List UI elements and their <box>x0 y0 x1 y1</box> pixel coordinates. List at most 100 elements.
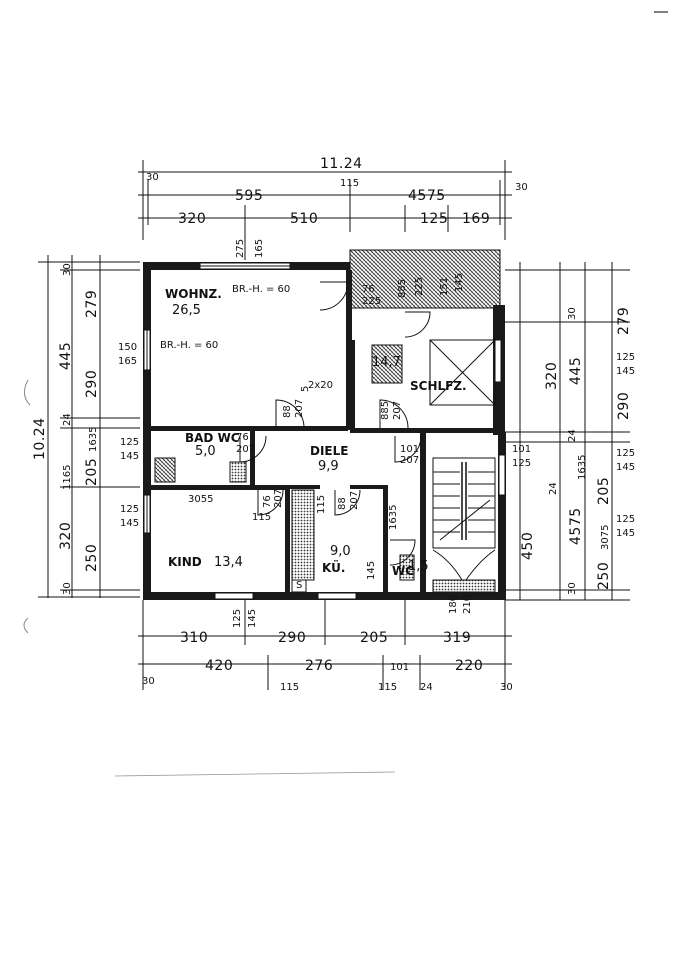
window-145: 145 <box>454 273 465 292</box>
room-area-wohnz: 26,5 <box>172 303 201 318</box>
num-145: 145 <box>366 561 377 580</box>
room-name-bad: BAD WC <box>185 431 240 445</box>
brh-label-2: BR.-H. = 60 <box>160 340 218 351</box>
dim-right-4575: 4575 <box>568 507 584 545</box>
window-225: 225 <box>362 296 381 307</box>
dim-bottom-220: 220 <box>455 658 483 674</box>
dim-top-595: 595 <box>235 188 263 204</box>
dim-top-320: 320 <box>178 211 206 227</box>
window-150: 150 <box>118 342 137 353</box>
win-145-e: 145 <box>616 528 635 539</box>
dim-left-30-top: 30 <box>62 263 73 276</box>
left-dimensions: 10.24 30 445 24 1165 30 279 290 1635 205… <box>32 255 140 598</box>
dim-bottom-101: 101 <box>390 662 409 673</box>
window-225b: 225 <box>414 277 425 296</box>
dim-left-1635: 1635 <box>88 427 99 452</box>
room-area-diele: 9,9 <box>318 459 339 474</box>
room-name-kind: KIND <box>168 555 202 569</box>
staircase <box>432 457 496 593</box>
scan-artifacts <box>23 11 668 777</box>
win-125-a: 125 <box>120 437 139 448</box>
num-210: 210 <box>462 595 473 614</box>
dim-left-205: 205 <box>84 458 100 486</box>
win-145-d: 145 <box>616 462 635 473</box>
door-76: 76 <box>236 432 249 443</box>
win-125-b: 125 <box>120 504 139 515</box>
door-207f: 207 <box>349 491 360 510</box>
kitchen-counter <box>154 457 415 593</box>
door-207d: 207 <box>400 455 419 466</box>
window-885: 885 <box>397 279 408 298</box>
win-125-e: 125 <box>616 514 635 525</box>
dim-left-1165: 1165 <box>62 465 73 490</box>
num-125: 125 <box>512 458 531 469</box>
door-88: 88 <box>282 405 293 418</box>
dim-top-30-left: 30 <box>146 172 159 183</box>
dim-right-205: 205 <box>596 477 612 505</box>
dim-bottom-205: 205 <box>360 630 388 646</box>
window-151: 151 <box>439 277 450 296</box>
room-area-kueche: 9,0 <box>330 544 351 559</box>
door-885: 885 <box>380 401 391 420</box>
room-area-wc: 1,5 <box>408 559 429 574</box>
dim-top-4575: 4575 <box>408 188 446 204</box>
dim-bottom-420: 420 <box>205 658 233 674</box>
dim-right-1635: 1635 <box>577 455 588 480</box>
door-207e: 207 <box>273 489 284 508</box>
dim-right-30-top: 30 <box>567 307 578 320</box>
label-s: S <box>296 580 302 591</box>
room-labels: WOHNZ. 26,5 14,7 SCHLFZ. BAD WC 5,0 DIEL… <box>165 287 467 578</box>
dim-right-3075: 3075 <box>600 525 611 550</box>
room-name-wohnz: WOHNZ. <box>165 287 222 301</box>
dim-bottom-319: 319 <box>443 630 471 646</box>
win-145-f: 145 <box>247 609 258 628</box>
dim-left-320: 320 <box>58 522 74 550</box>
dim-right-445: 445 <box>568 357 584 385</box>
dim-left-24: 24 <box>62 413 73 426</box>
door-207c: 207 <box>236 444 255 455</box>
win-145-c: 145 <box>616 366 635 377</box>
num-115: 115 <box>252 512 271 523</box>
dim-right-250: 250 <box>596 562 612 590</box>
room-area-kind: 13,4 <box>214 555 243 570</box>
window-275: 275 <box>235 239 246 258</box>
annotations: BR.-H. = 60 BR.-H. = 60 150 165 275 165 … <box>118 239 635 628</box>
door-207: 207 <box>294 399 305 418</box>
schlafz-cabinet <box>371 339 496 406</box>
door-76b: 76 <box>262 495 273 508</box>
dim-bottom-115b: 115 <box>378 682 397 693</box>
dim-right-320: 320 <box>544 362 560 390</box>
right-dimensions: 30 445 24 4575 30 279 290 205 3075 250 3… <box>505 262 632 601</box>
room-name-wc: WC <box>392 564 414 578</box>
dim-left-445: 445 <box>58 342 74 370</box>
dim-left-30-bottom: 30 <box>62 582 73 595</box>
dim-bottom-310: 310 <box>180 630 208 646</box>
top-dimensions: 11.24 30 115 30 595 4575 320 510 125 169 <box>138 156 528 260</box>
dim-right-24b: 24 <box>548 482 559 495</box>
door-88b: 88 <box>337 497 348 510</box>
dim-left-279: 279 <box>84 290 100 318</box>
internal-walls <box>143 270 500 597</box>
windows <box>143 262 506 600</box>
dim-left-290: 290 <box>84 370 100 398</box>
bottom-dimensions: 310 290 205 319 420 276 101 220 30 115 1… <box>138 600 513 693</box>
room-area-schlafz: 14,7 <box>372 355 401 370</box>
dim-right-279: 279 <box>616 307 632 335</box>
dim-top-510: 510 <box>290 211 318 227</box>
window-76: 76 <box>362 284 375 295</box>
dim-overall-height: 10.24 <box>32 417 48 460</box>
dim-bottom-276: 276 <box>305 658 333 674</box>
dim-bottom-115a: 115 <box>280 682 299 693</box>
room-area-bad: 5,0 <box>195 444 216 459</box>
num-3055: 3055 <box>188 494 213 505</box>
brh-label-1: BR.-H. = 60 <box>232 284 290 295</box>
door-101: 101 <box>400 444 419 455</box>
dim-top-115: 115 <box>340 178 359 189</box>
dim-bottom-24: 24 <box>420 682 433 693</box>
dim-right-450: 450 <box>520 532 536 560</box>
window-165b: 165 <box>254 239 265 258</box>
win-145-a: 145 <box>120 451 139 462</box>
win-125-f: 125 <box>232 609 243 628</box>
dim-bottom-30-right: 30 <box>500 682 513 693</box>
